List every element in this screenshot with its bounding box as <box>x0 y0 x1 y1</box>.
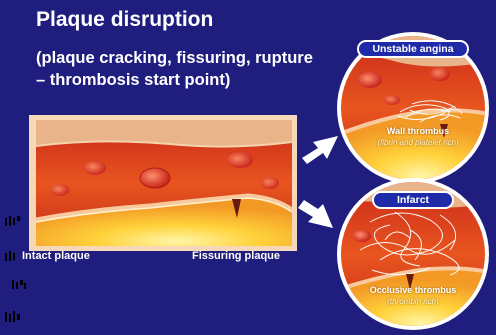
occlusive-thrombus-subcaption: (thrombin rich) <box>350 297 476 306</box>
blood-cell <box>51 184 69 196</box>
wall-thrombus-subcaption: (fibrin and platelet rich) <box>366 138 470 147</box>
infarct-title: Infarct <box>372 191 454 209</box>
blood-cell <box>261 177 279 189</box>
unstable-angina-title: Unstable angina <box>357 40 469 58</box>
blood-cell <box>140 168 170 188</box>
occlusive-thrombus-caption: Occlusive thrombus <box>350 285 476 295</box>
blood-cell <box>227 152 253 168</box>
wall-thrombus-caption: Wall thrombus <box>366 126 470 136</box>
arrow-to-infarct <box>298 200 333 228</box>
label-intact-plaque: Intact plaque <box>22 250 90 262</box>
label-fissuring-plaque: Fissuring plaque <box>192 250 280 262</box>
arrow-to-unstable-angina <box>302 136 338 164</box>
blood-cell <box>84 161 106 175</box>
artery-section <box>29 115 297 251</box>
edge-marks <box>5 216 26 322</box>
